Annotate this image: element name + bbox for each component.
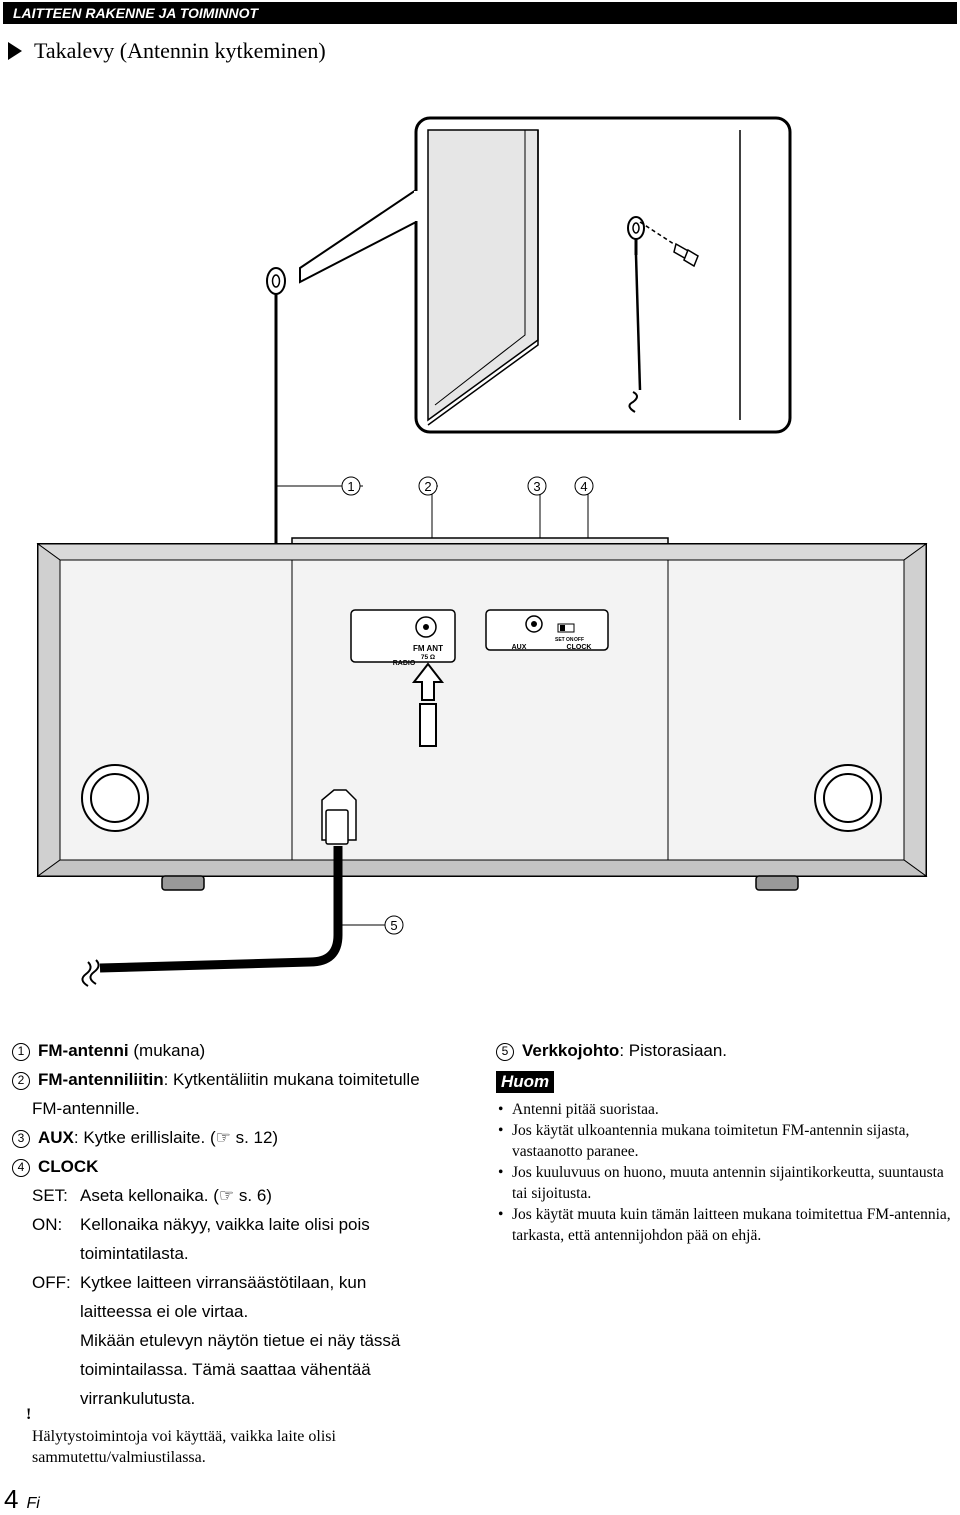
warning-mark: ! xyxy=(26,1406,32,1423)
note-item: Jos käytät muuta kuin tämän laitteen muk… xyxy=(496,1204,956,1246)
callout-number: 5 xyxy=(496,1042,514,1061)
note-item: Jos käytät ulkoantennia mukana toimitetu… xyxy=(496,1120,956,1162)
note-badge: Huom xyxy=(496,1071,555,1093)
svg-text:OFF: OFF xyxy=(574,637,584,643)
svg-text:CLOCK: CLOCK xyxy=(567,644,592,651)
clock-on: ON:Kellonaika näkyy, vaikka laite olisi … xyxy=(32,1215,370,1234)
clock-switch xyxy=(557,623,575,633)
rear-panel-illustration: 1 2 3 4 FM ANT 75 Ω RADIO AUX SET xyxy=(36,116,928,987)
item-desc: : Kytke erillislaite. (☞ s. 12) xyxy=(73,1128,279,1147)
language-code: Fi xyxy=(26,1495,40,1512)
page-footer: 4 Fi xyxy=(4,1484,40,1515)
item-5: 5 Verkkojohto: Pistorasiaan. xyxy=(496,1036,956,1065)
clock-on-cont: toimintatilasta. xyxy=(80,1244,189,1263)
speaker-right xyxy=(814,764,882,832)
item-1: 1 FM-antenni (mukana) xyxy=(12,1036,472,1065)
callout-number: 3 xyxy=(12,1129,30,1148)
clock-set: SET:Aseta kellonaika. (☞ s. 6) xyxy=(32,1186,272,1205)
note-item: Jos kuuluvuus on huono, muuta antennin s… xyxy=(496,1162,956,1204)
inset-gap xyxy=(414,191,420,221)
item-desc: : Kytkentäliitin mukana toimitetulle xyxy=(163,1070,420,1089)
item-term: AUX xyxy=(38,1128,74,1147)
item-2: 2 FM-antenniliitin: Kytkentäliitin mukana… xyxy=(12,1065,472,1094)
clock-off-cont-3: toimintailassa. Tämä saattaa vähentää xyxy=(80,1360,371,1379)
item-term: FM-antenni xyxy=(38,1041,129,1060)
svg-text:1: 1 xyxy=(347,479,354,494)
aux-clock-panel xyxy=(485,609,609,651)
svg-text:SET: SET xyxy=(555,637,565,643)
svg-text:AUX: AUX xyxy=(512,644,527,651)
callout-4: 4 xyxy=(574,476,594,496)
callout-number: 1 xyxy=(12,1042,30,1061)
right-column: 5 Verkkojohto: Pistorasiaan. Huom Antenni… xyxy=(496,1036,956,1246)
callout-5: 5 xyxy=(384,915,404,935)
warning-text: Hälytystoimintoja voi käyttää, vaikka la… xyxy=(32,1428,336,1466)
clock-off-cont-2: Mikään etulevyn näytön tietue ei näy täs… xyxy=(80,1331,401,1350)
section-title: Takalevy (Antennin kytkeminen) xyxy=(34,38,326,63)
item-4: 4 CLOCK xyxy=(12,1152,472,1181)
foot-right xyxy=(755,875,799,891)
connect-arrow-icon xyxy=(411,662,445,701)
clock-off-cont-1: laitteessa ei ole virtaa. xyxy=(80,1302,249,1321)
section-heading: Takalevy (Antennin kytkeminen) xyxy=(8,38,326,64)
note-list: Antenni pitää suoristaa. Jos käytät ulko… xyxy=(496,1099,956,1246)
callout-3: 3 xyxy=(527,476,547,496)
clock-off-cont-4: virrankulutusta. xyxy=(80,1389,196,1408)
item-term: FM-antenniliitin xyxy=(38,1070,164,1089)
svg-text:75 Ω: 75 Ω xyxy=(421,654,435,661)
unit-body xyxy=(37,543,927,877)
header-title: LAITTEEN RAKENNE JA TOIMINNOT xyxy=(13,5,259,21)
power-cord xyxy=(99,846,343,973)
item-term: Verkkojohto xyxy=(522,1041,620,1060)
svg-text:4: 4 xyxy=(580,479,587,494)
callout-number: 2 xyxy=(12,1071,30,1090)
svg-text:3: 3 xyxy=(533,479,540,494)
svg-text:FM ANT: FM ANT xyxy=(413,644,443,653)
triangle-bullet-icon xyxy=(8,42,22,60)
item-2-cont: FM-antennille. xyxy=(32,1099,140,1118)
item-3: 3 AUX: Kytke erillislaite. (☞ s. 12) xyxy=(12,1123,472,1152)
speaker-left xyxy=(81,764,149,832)
svg-text:2: 2 xyxy=(424,479,431,494)
callout-number: 4 xyxy=(12,1158,30,1177)
foot-left xyxy=(161,875,205,891)
item-desc: : Pistorasiaan. xyxy=(619,1041,728,1060)
clock-off: OFF:Kytkee laitteen virransäästötilaan, … xyxy=(32,1273,367,1292)
inset-pointer xyxy=(299,188,417,284)
callout-1: 1 xyxy=(341,476,361,496)
antenna-plug xyxy=(419,703,437,747)
item-desc: (mukana) xyxy=(128,1041,206,1060)
item-term: CLOCK xyxy=(38,1157,99,1176)
svg-text:ON: ON xyxy=(566,637,574,643)
svg-text:5: 5 xyxy=(390,918,397,933)
radio-panel xyxy=(350,609,456,663)
svg-text:RADIO: RADIO xyxy=(393,660,416,667)
page-number: 4 xyxy=(4,1484,19,1514)
note-item: Antenni pitää suoristaa. xyxy=(496,1099,956,1120)
callout-2: 2 xyxy=(418,476,438,496)
header-bar: LAITTEEN RAKENNE JA TOIMINNOT xyxy=(3,2,957,24)
